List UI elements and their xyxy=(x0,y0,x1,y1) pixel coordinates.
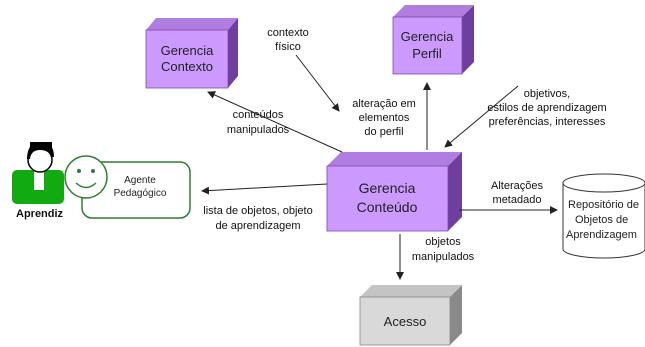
label-alteracao-3: do perfil xyxy=(364,126,403,138)
label-conteudos-manipulados-2: manipulados xyxy=(227,124,290,136)
repositorio-line2: Objetos de xyxy=(575,214,628,226)
label-contexto-fisico-1: contexto xyxy=(267,27,309,39)
label-conteudos-manipulados-1: conteúdos xyxy=(233,109,284,121)
arrow-contexto-to-conteudo xyxy=(295,54,340,112)
agente-line2: Pedagógico xyxy=(114,188,167,199)
gerencia-conteudo-box: Gerencia Conteúdo xyxy=(326,152,462,232)
label-alteracao-1: alteração em xyxy=(352,98,416,110)
arrows xyxy=(201,54,558,280)
arrow-conteudo-to-contexto xyxy=(207,91,343,153)
label-objetivos-3: preferências, interesses xyxy=(489,116,606,128)
repositorio-line3: Aprendizagem xyxy=(566,229,637,241)
gerencia-conteudo-line2: Conteúdo xyxy=(357,199,418,215)
label-contexto-fisico-2: físico xyxy=(275,41,301,53)
gerencia-conteudo-line1: Gerencia xyxy=(359,180,416,196)
gerencia-perfil-line1: Gerencia xyxy=(401,29,455,44)
label-objetivos-1: objetivos, xyxy=(524,88,570,100)
gerencia-contexto-box: Gerencia Contexto xyxy=(145,18,238,89)
agente-line1: Agente xyxy=(124,175,156,186)
arrow-conteudo-to-agente xyxy=(201,183,328,195)
repositorio-line1: Repositório de xyxy=(568,199,639,211)
arrow-perfil-to-conteudo xyxy=(444,85,519,148)
label-alteracoes-metadado-1: Alterações xyxy=(491,180,543,192)
gerencia-contexto-line2: Contexto xyxy=(161,59,213,74)
aprendiz-label: Aprendiz xyxy=(16,208,64,220)
label-alteracoes-metadado-2: metadado xyxy=(493,194,542,206)
agente-pedagogico-box: Agente Pedagógico xyxy=(64,155,191,219)
gerencia-perfil-line2: Perfil xyxy=(412,46,442,61)
aprendiz-icon xyxy=(12,142,64,204)
label-objetos-manipulados-1: objetos xyxy=(425,236,461,248)
label-alteracao-2: elementos xyxy=(359,112,410,124)
label-lista-objetos-2: de aprendizagem xyxy=(215,220,300,232)
label-objetivos-2: estilos de aprendizagem xyxy=(487,102,606,114)
acesso-box: Acesso xyxy=(359,285,462,346)
acesso-label: Acesso xyxy=(384,314,427,329)
label-objetos-manipulados-2: manipulados xyxy=(412,251,475,263)
gerencia-perfil-box: Gerencia Perfil xyxy=(392,5,474,75)
label-lista-objetos-1: lista de objetos, objeto xyxy=(203,205,312,217)
gerencia-contexto-line1: Gerencia xyxy=(161,43,215,58)
repositorio-cylinder: Repositório de Objetos de Aprendizagem xyxy=(562,173,645,259)
